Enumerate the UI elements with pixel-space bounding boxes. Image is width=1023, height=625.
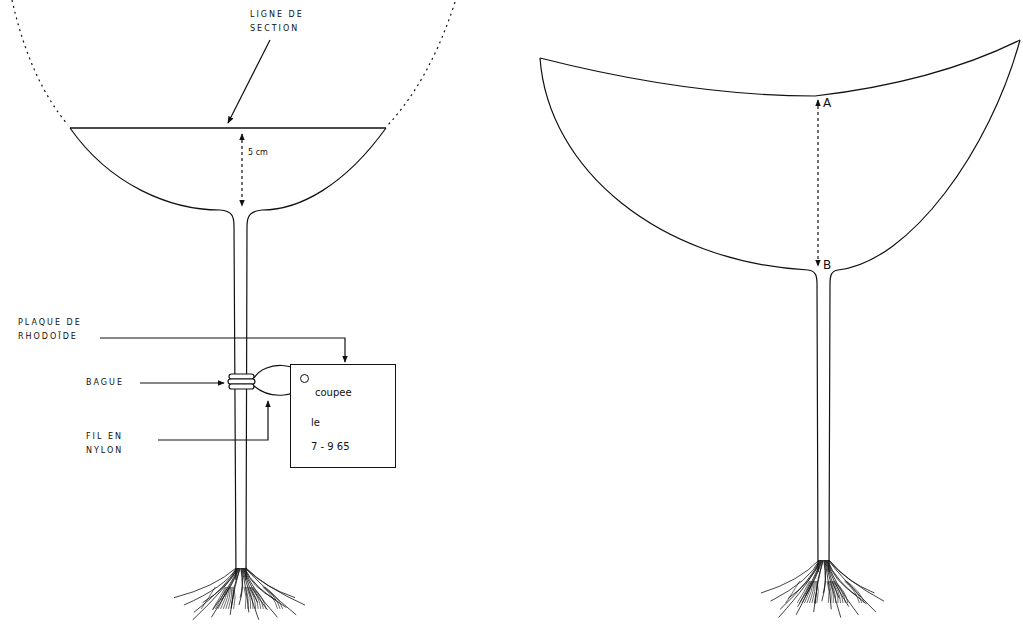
ring <box>229 384 254 389</box>
callout-label: LIGNE DE SECTION <box>250 8 332 36</box>
point-label: A <box>823 96 843 110</box>
leaf-outline-dotted <box>12 0 68 125</box>
point-label: B <box>823 258 843 272</box>
section-line <box>70 127 386 129</box>
ring <box>228 379 255 384</box>
root-stroke <box>246 568 296 598</box>
root-stroke <box>832 581 841 603</box>
root-stroke <box>796 560 822 615</box>
leaf-blade <box>246 128 386 580</box>
ring <box>229 374 254 379</box>
leaf-blade <box>540 58 818 572</box>
root-stroke <box>806 560 823 596</box>
root-stroke <box>845 581 861 603</box>
root-stroke <box>246 568 305 605</box>
root-stroke <box>827 560 857 596</box>
root-stroke <box>812 581 815 603</box>
root-stroke <box>829 560 875 593</box>
leaf-blade <box>70 128 236 580</box>
root-stroke <box>798 560 822 607</box>
leader-line <box>140 382 224 383</box>
root-stroke <box>245 568 296 615</box>
root-stroke <box>221 568 239 600</box>
root-stroke <box>835 581 848 603</box>
root-stroke <box>211 568 238 617</box>
leader-line <box>158 401 268 440</box>
callout-label: BAGUE <box>86 376 146 390</box>
leaf-outline-dotted <box>387 2 455 126</box>
root-stroke <box>264 587 280 609</box>
root-stroke <box>230 568 240 615</box>
root-stroke <box>213 568 239 610</box>
plate-text: 7 - 9 65 <box>311 441 350 452</box>
root-stroke <box>239 568 243 605</box>
root-stroke <box>249 587 258 609</box>
root-stroke <box>828 560 876 612</box>
leader-line <box>228 40 270 123</box>
callout-label: PLAQUE DE RHODOÏDE <box>18 316 100 344</box>
rhodoid-plate: coupee le 7 - 9 65 <box>290 364 396 468</box>
leaf-blade <box>829 40 1020 572</box>
root-stroke <box>814 560 824 612</box>
leaf-blade <box>540 40 1020 96</box>
measure-arrow <box>817 100 818 266</box>
root-stroke <box>253 587 266 609</box>
leader-line <box>100 338 345 362</box>
roots <box>174 560 884 620</box>
plate-text: le <box>311 417 320 428</box>
root-stroke <box>829 560 884 601</box>
plate-text: coupee <box>315 387 352 398</box>
root-stroke <box>817 581 819 603</box>
root-stroke <box>265 587 283 609</box>
root-stroke <box>234 587 236 609</box>
root-stroke <box>846 581 864 603</box>
dimension-arrow <box>241 134 242 206</box>
callout-label: 5 cm <box>248 146 288 160</box>
plate-hole <box>300 374 309 383</box>
callout-label: FIL EN NYLON <box>86 430 158 458</box>
root-stroke <box>822 560 826 601</box>
